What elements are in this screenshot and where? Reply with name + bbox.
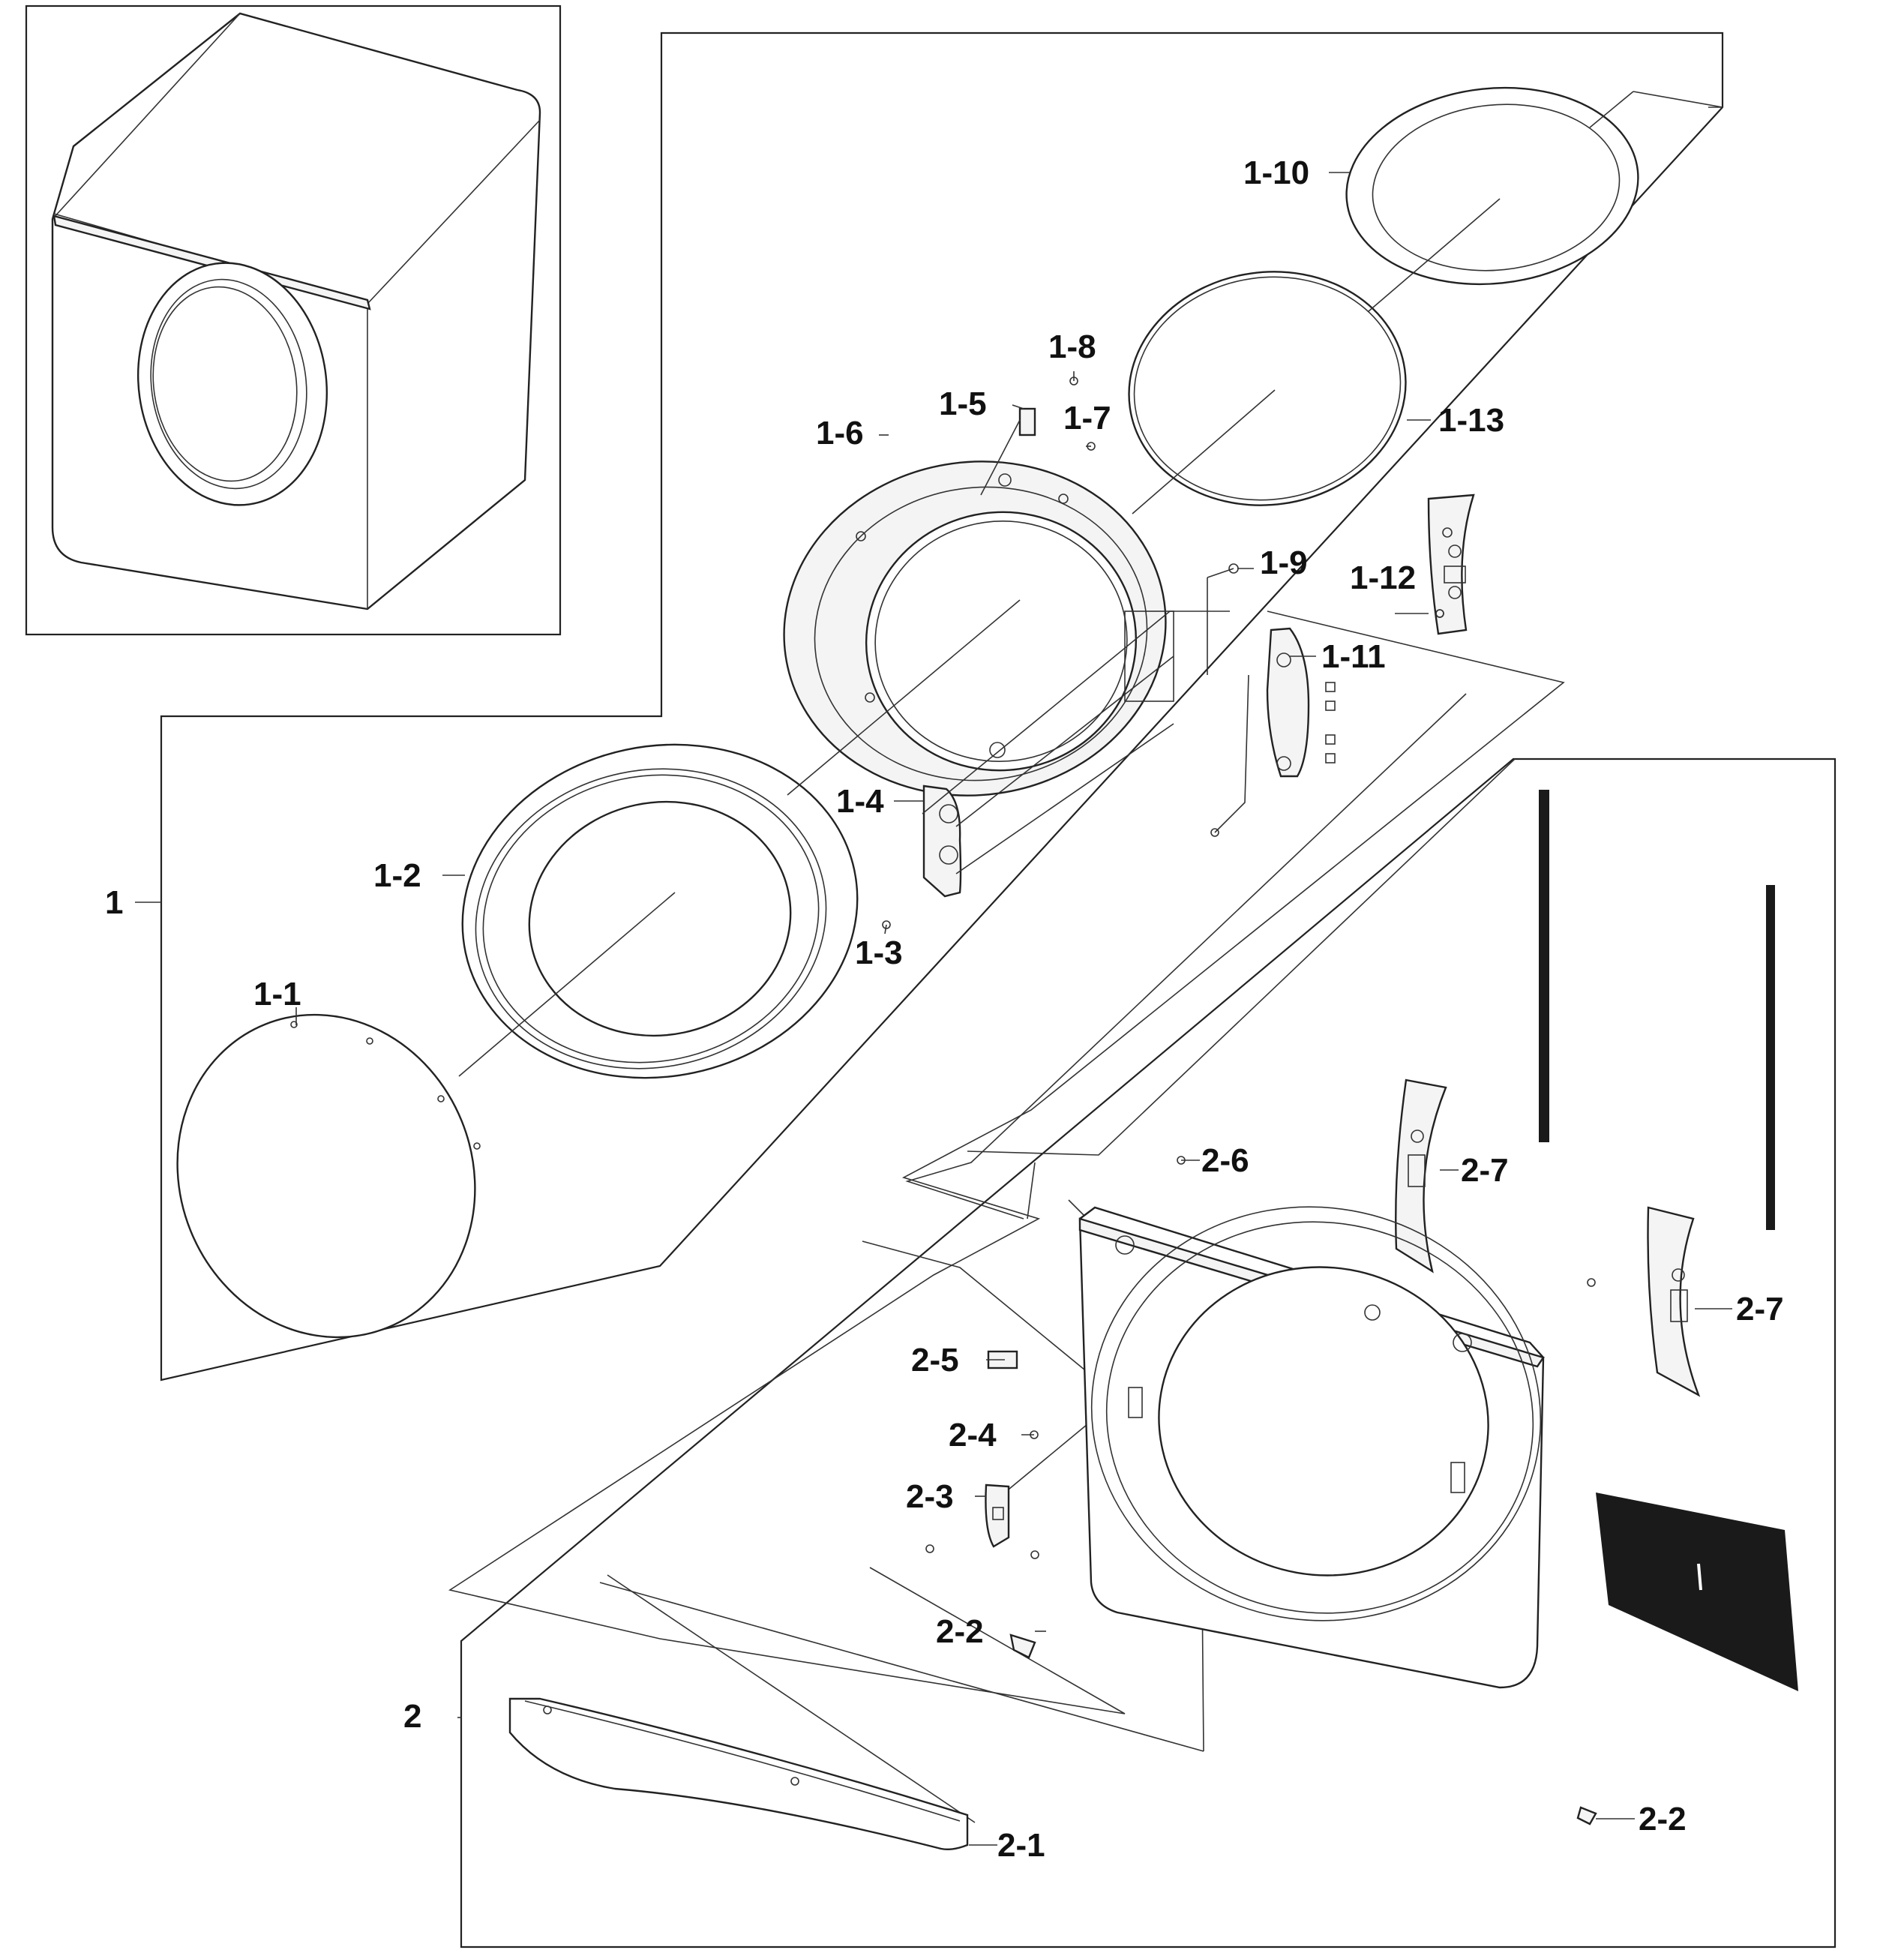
door-glass-icon — [1345, 86, 1639, 286]
label-1-3: 1-3 — [855, 934, 903, 971]
screw-icon — [1435, 609, 1444, 618]
label-2-7-lower: 2-7 — [1736, 1291, 1784, 1328]
gasket-icon — [1128, 271, 1407, 506]
screw-icon — [1030, 1550, 1039, 1559]
label-1-10: 1-10 — [1243, 154, 1309, 191]
label-2-5: 2-5 — [911, 1342, 959, 1378]
label-1-8: 1-8 — [1048, 328, 1096, 365]
leader-lines — [135, 172, 1732, 1846]
label-1-11: 1-11 — [1321, 638, 1386, 675]
group-1-outline — [160, 32, 1724, 1382]
label-2-2-lower: 2-2 — [1639, 1801, 1687, 1838]
hinge-icon — [882, 784, 962, 929]
label-2-6: 2-6 — [1201, 1142, 1249, 1179]
door-glass-icon — [176, 1013, 481, 1339]
label-2-3: 2-3 — [906, 1478, 954, 1515]
screw-icon — [1587, 1278, 1596, 1287]
label-1-5: 1-5 — [939, 386, 987, 422]
hinge-icon — [1210, 627, 1336, 837]
label-1-4: 1-4 — [836, 783, 884, 820]
appliance-overview-icon — [25, 4, 562, 636]
screw-icon — [925, 1544, 934, 1553]
screw-icon — [1576, 1806, 1597, 1826]
label-1-13: 1-13 — [1438, 402, 1504, 439]
front-panel-icon — [1078, 1206, 1545, 1689]
door-switch-icon — [1018, 407, 1036, 436]
label-2-1: 2-1 — [997, 1827, 1045, 1864]
strip-icon — [1539, 790, 1549, 1142]
bracket-icon — [985, 1484, 1010, 1548]
label-2-4: 2-4 — [949, 1417, 997, 1454]
strip-icon — [1766, 885, 1775, 1230]
label-group-1: 1 — [105, 884, 123, 921]
bracket-icon — [1395, 1078, 1447, 1274]
label-2-2-upper: 2-2 — [936, 1613, 984, 1650]
label-1-9: 1-9 — [1260, 544, 1308, 581]
screw-icon — [1009, 1634, 1036, 1659]
bracket-icon — [1647, 1206, 1701, 1397]
group-2-outline — [460, 758, 1837, 1948]
label-1-6: 1-6 — [816, 415, 864, 452]
label-1-7: 1-7 — [1063, 400, 1111, 436]
label-1-1: 1-1 — [253, 976, 301, 1012]
door-cover-icon — [461, 743, 859, 1079]
assembly-lines — [458, 91, 1723, 1077]
kickplate-icon — [508, 1697, 969, 1851]
label-group-2: 2 — [403, 1698, 421, 1735]
label-2-7-upper: 2-7 — [1461, 1152, 1509, 1189]
label-1-2: 1-2 — [373, 857, 421, 894]
insulation-pad-icon — [1596, 1492, 1798, 1691]
bracket-icon — [1427, 494, 1475, 635]
label-1-12: 1-12 — [1350, 560, 1416, 596]
